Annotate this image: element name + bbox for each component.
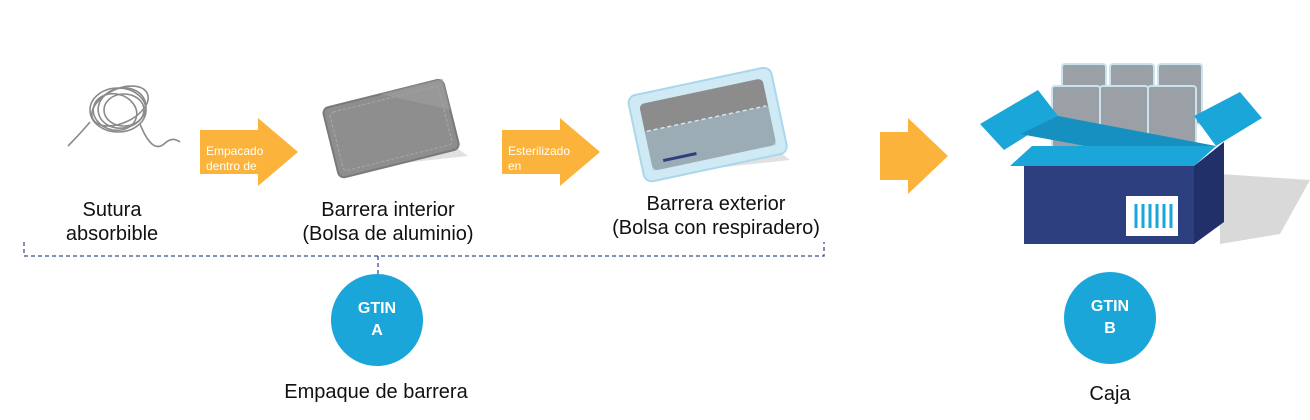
suture-label: Sutura absorbible <box>42 198 182 246</box>
arrow-sterilized-icon <box>502 118 600 186</box>
gtin-a-line2: A <box>371 322 383 339</box>
gtin-b-line2: B <box>1104 320 1116 337</box>
outer-barrier-label: Barrera exterior (Bolsa con respiradero) <box>598 192 834 240</box>
outer-barrier-label-line2: (Bolsa con respiradero) <box>612 217 820 239</box>
outer-barrier-label-line1: Barrera exterior <box>646 193 786 215</box>
vented-pouch-icon <box>627 66 790 183</box>
inner-barrier-label-line2: (Bolsa de aluminio) <box>302 223 474 245</box>
arrow-sterilized-line1: Esterilizado <box>508 144 571 158</box>
foil-pouch-icon <box>322 78 468 179</box>
inner-barrier-label: Barrera interior (Bolsa de aluminio) <box>288 198 488 246</box>
arrow-packed-line2: dentro de <box>206 159 257 173</box>
gtin-a-line1: GTIN <box>357 300 397 317</box>
gtin-b-badge: GTIN B <box>1064 272 1156 364</box>
box-label: Caja <box>1089 383 1131 405</box>
arrow-sterilized-line2: en <box>508 159 522 173</box>
arrow-to-box-icon <box>880 118 948 194</box>
arrow-packed-icon <box>200 118 298 186</box>
suture-coil-icon <box>67 85 181 148</box>
arrow-packed-line1: Empacado <box>206 144 264 158</box>
gtin-a-caption: Empaque de barrera <box>284 381 468 403</box>
suture-label-line1: Sutura <box>82 199 142 221</box>
shipping-box-icon <box>980 63 1310 244</box>
gtin-a-badge: GTIN A <box>331 274 423 366</box>
gtin-b-line1: GTIN <box>1090 298 1130 315</box>
suture-label-line2: absorbible <box>65 223 159 245</box>
inner-barrier-label-line1: Barrera interior <box>321 199 455 221</box>
